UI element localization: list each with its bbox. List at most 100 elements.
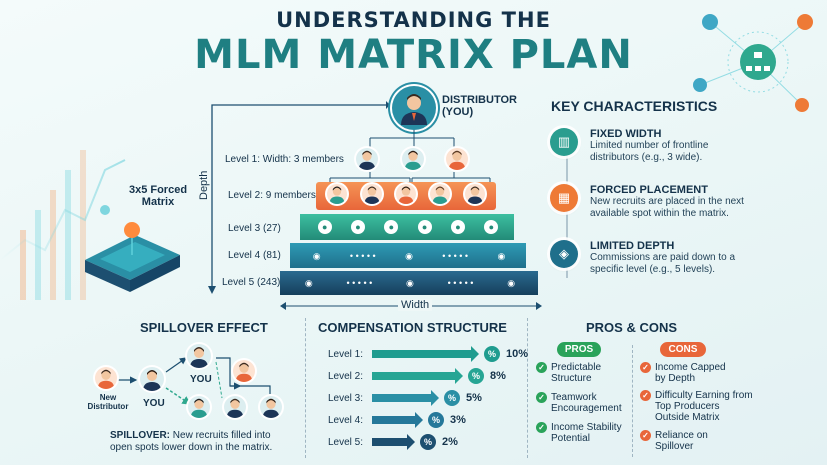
member-node-icon: ● bbox=[484, 220, 499, 234]
check-icon: ✓ bbox=[640, 362, 651, 373]
key-characteristics-title: KEY CHARACTERISTICS bbox=[551, 98, 718, 114]
compensation-value: 10% bbox=[506, 348, 529, 360]
spillover-title: SPILLOVER EFFECT bbox=[140, 320, 268, 335]
distributor-avatar bbox=[392, 86, 436, 130]
level-3-label: Level 3 (27) bbox=[228, 223, 281, 234]
divider bbox=[305, 318, 306, 458]
person-avatar-icon bbox=[140, 367, 164, 391]
characteristic-icon: ◈ bbox=[550, 240, 578, 268]
level-4-dots: • • • • • bbox=[349, 251, 376, 261]
compensation-level-label: Level 1: bbox=[328, 348, 364, 360]
forced-matrix-label: 3x5 Forced Matrix bbox=[128, 184, 188, 208]
level-5-bar bbox=[280, 271, 538, 295]
compensation-value: 3% bbox=[450, 414, 466, 426]
level-4-label: Level 4 (81) bbox=[228, 250, 281, 261]
person-avatar-icon bbox=[356, 148, 378, 170]
member-node-icon: ◉ bbox=[497, 250, 506, 261]
person-avatar-icon bbox=[395, 184, 416, 204]
percent-icon: % bbox=[468, 368, 484, 384]
characteristic-icon: ▦ bbox=[550, 184, 578, 212]
person-avatar-icon bbox=[187, 344, 211, 368]
pros-cons-title: PROS & CONS bbox=[586, 320, 678, 335]
spillover-recruit-avatar bbox=[188, 396, 210, 418]
pros-pill: PROS bbox=[557, 342, 601, 357]
characteristic-title: FIXED WIDTH bbox=[590, 128, 662, 140]
divider bbox=[632, 345, 633, 457]
spillover-recruit-avatar bbox=[233, 360, 255, 382]
compensation-row: Level 5:%2% bbox=[328, 433, 458, 451]
characteristic-icon: ▥ bbox=[550, 128, 578, 156]
platform-cube-icon bbox=[85, 222, 180, 292]
you-avatar-2 bbox=[187, 344, 211, 368]
compensation-value: 8% bbox=[490, 370, 506, 382]
compensation-level-label: Level 4: bbox=[328, 414, 364, 426]
check-icon: ✓ bbox=[640, 390, 651, 401]
percent-icon: % bbox=[484, 346, 500, 362]
level-1-label: Level 1: Width: 3 members bbox=[225, 154, 344, 165]
person-avatar-icon bbox=[188, 396, 210, 418]
compensation-row: Level 2:%8% bbox=[328, 367, 506, 385]
level-3-bar bbox=[300, 214, 514, 240]
member-node-icon: ● bbox=[450, 220, 465, 234]
compensation-bar bbox=[372, 346, 479, 362]
divider bbox=[527, 318, 528, 458]
you-avatar-1 bbox=[140, 367, 164, 391]
characteristic-desc: Limited number of frontline distributors… bbox=[590, 140, 709, 163]
compensation-bar bbox=[372, 434, 415, 450]
person-avatar-icon bbox=[224, 396, 246, 418]
person-icon bbox=[401, 94, 427, 125]
member-node-icon: ◉ bbox=[312, 250, 321, 261]
level-2-label: Level 2: 9 members bbox=[228, 190, 316, 201]
level-1-members bbox=[356, 148, 476, 172]
characteristic-desc: New recruits are placed in the next avai… bbox=[590, 196, 744, 219]
compensation-value: 2% bbox=[442, 436, 458, 448]
compensation-level-label: Level 3: bbox=[328, 392, 364, 404]
level-4-bar bbox=[290, 243, 526, 268]
depth-label: Depth bbox=[198, 170, 210, 200]
level-4-dots: • • • • • bbox=[442, 251, 469, 261]
width-label: Width bbox=[398, 299, 433, 311]
chart-backdrop-decoration bbox=[0, 150, 180, 300]
title-line-1: UNDERSTANDING THE bbox=[276, 8, 551, 32]
level-5-label: Level 5 (243) bbox=[222, 277, 281, 288]
person-avatar-icon bbox=[464, 184, 485, 204]
level-4-members: ◉• • • • •◉• • • • •◉ bbox=[298, 247, 520, 265]
characteristic-title: FORCED PLACEMENT bbox=[590, 184, 708, 196]
compensation-bar bbox=[372, 412, 423, 428]
you-label-1: YOU bbox=[143, 398, 165, 409]
member-node-icon: ◉ bbox=[406, 277, 414, 288]
member-node-icon: ● bbox=[384, 220, 399, 234]
check-icon: ✓ bbox=[536, 362, 547, 373]
member-node-icon: ● bbox=[350, 220, 365, 234]
compensation-row: Level 1:% 10% bbox=[328, 345, 528, 363]
depth-axis bbox=[208, 101, 390, 294]
level-5-dots: • • • • • bbox=[346, 278, 373, 288]
compensation-bar bbox=[372, 390, 439, 406]
spillover-diagram bbox=[118, 357, 271, 405]
level-5-dots: • • • • • bbox=[447, 278, 474, 288]
compensation-value: 5% bbox=[466, 392, 482, 404]
compensation-row: Level 4:%3% bbox=[328, 411, 466, 429]
person-avatar-icon bbox=[361, 184, 382, 204]
level-3-members: ●●●●●● bbox=[308, 218, 508, 236]
person-avatar-icon bbox=[402, 148, 424, 170]
new-distributor-avatar bbox=[95, 367, 117, 389]
person-avatar-icon bbox=[95, 367, 117, 389]
compensation-bar bbox=[372, 368, 463, 384]
person-avatar-icon bbox=[446, 148, 468, 170]
level-5-members: ◉• • • • •◉• • • • •◉ bbox=[288, 274, 532, 292]
you-label-2: YOU bbox=[190, 374, 212, 385]
member-node-icon: ◉ bbox=[507, 277, 516, 288]
cons-pill: CONS bbox=[660, 342, 706, 357]
check-icon: ✓ bbox=[536, 422, 547, 433]
